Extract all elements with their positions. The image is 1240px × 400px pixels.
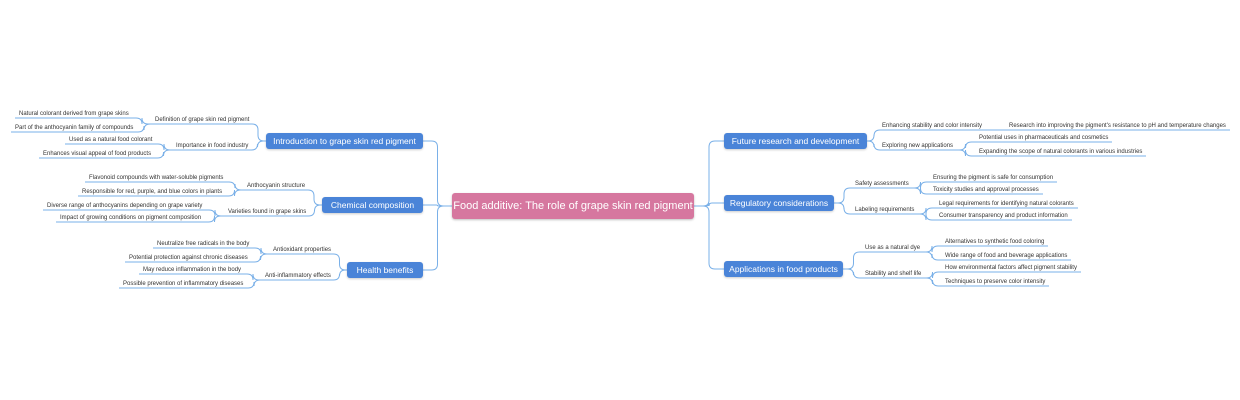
leaf-label[interactable]: Wide range of food and beverage applicat… <box>945 253 1068 259</box>
link-sub-leaf <box>912 181 929 189</box>
leaf-label[interactable]: Alternatives to synthetic food coloring <box>945 239 1045 245</box>
leaf-label[interactable]: Impact of growing conditions on pigment … <box>60 215 202 221</box>
leaf-label[interactable]: Ensuring the pigment is safe for consump… <box>933 175 1054 181</box>
link-topic-sub <box>332 253 347 271</box>
subtopic-label[interactable]: Varieties found in grape skins <box>228 209 307 215</box>
link-sub-leaf <box>956 149 975 157</box>
link-sub-leaf <box>136 123 152 133</box>
subtopic-label[interactable]: Use as a natural dye <box>865 245 921 251</box>
leaf-label[interactable]: Research into improving the pigment's re… <box>1009 123 1226 129</box>
link-sub-leaf <box>132 117 152 125</box>
link-sub-leaf <box>154 149 173 159</box>
link-sub-leaf <box>246 279 262 289</box>
leaf-label[interactable]: Part of the anthocyanin family of compou… <box>15 125 134 131</box>
link-sub-leaf <box>205 209 225 217</box>
leaf-label[interactable]: Enhances visual appeal of food products <box>43 151 152 157</box>
link-sub-leaf <box>251 253 270 263</box>
link-root-left-1 <box>423 204 452 207</box>
subtopic-label[interactable]: Enhancing stability and color intensity <box>882 123 983 129</box>
link-sub-leaf <box>923 245 941 253</box>
subtopic-label[interactable]: Exploring new applications <box>882 143 954 149</box>
link-root-right-1 <box>694 202 724 207</box>
link-topic-sub <box>843 268 864 279</box>
link-topic-sub <box>306 189 322 206</box>
link-topic-sub <box>843 251 864 270</box>
subtopic-label[interactable]: Safety assessments <box>855 181 909 187</box>
subtopic-label[interactable]: Labeling requirements <box>855 207 915 213</box>
central-topic[interactable]: Food additive: The role of grape skin re… <box>452 193 694 219</box>
leaf-label[interactable]: Responsible for red, purple, and blue co… <box>82 189 223 195</box>
leaf-label[interactable]: Diverse range of anthocyanins depending … <box>47 203 203 209</box>
subtopic-label[interactable]: Anti-inflammatory effects <box>265 273 331 279</box>
topic-3-left[interactable]: Health benefits <box>347 262 423 278</box>
leaf-label[interactable]: Techniques to preserve color intensity <box>945 279 1046 285</box>
leaf-label[interactable]: Toxicity studies and approval processes <box>933 187 1039 193</box>
leaf-label[interactable]: Consumer transparency and product inform… <box>939 213 1068 219</box>
leaf-label[interactable]: How environmental factors affect pigment… <box>945 265 1077 271</box>
subtopic-label[interactable]: Importance in food industry <box>176 143 249 149</box>
topic-2-right[interactable]: Regulatory considerations <box>724 195 834 211</box>
link-sub-leaf <box>924 271 941 279</box>
link-sub-leaf <box>923 251 941 261</box>
link-sub-leaf <box>155 143 173 151</box>
link-root-right-0 <box>694 140 724 207</box>
topic-1-left[interactable]: Introduction to grape skin red pigment <box>266 133 423 149</box>
subtopic-label[interactable]: Anthocyanin structure <box>247 183 306 189</box>
subtopic-label[interactable]: Stability and shelf life <box>865 271 922 277</box>
link-topic-sub <box>867 140 881 151</box>
link-topic-sub <box>834 202 854 215</box>
link-root-right-2 <box>694 205 724 270</box>
leaf-label[interactable]: Natural colorant derived from grape skin… <box>19 111 129 117</box>
link-topic-sub <box>834 187 854 204</box>
link-root-left-2 <box>423 205 452 271</box>
link-sub-leaf <box>252 247 270 255</box>
link-sub-leaf <box>956 141 975 151</box>
link-sub-leaf <box>244 273 262 281</box>
link-topic-sub <box>307 204 322 217</box>
subtopic-label[interactable]: Definition of grape skin red pigment <box>155 117 250 123</box>
leaf-label[interactable]: Potential uses in pharmaceuticals and co… <box>979 135 1109 141</box>
leaf-label[interactable]: Legal requirements for identifying natur… <box>939 201 1074 207</box>
leaf-label[interactable]: Flavonoid compounds with water-soluble p… <box>89 175 224 181</box>
link-sub-leaf <box>912 187 929 195</box>
link-root-left-0 <box>423 140 452 207</box>
subtopic-label[interactable]: Antioxidant properties <box>273 247 332 253</box>
link-topic-sub <box>249 140 266 151</box>
leaf-label[interactable]: Possible prevention of inflammatory dise… <box>123 281 244 287</box>
link-topic-sub <box>867 129 881 142</box>
leaf-label[interactable]: May reduce inflammation in the body <box>143 267 242 273</box>
topic-2-left[interactable]: Chemical composition <box>322 197 423 213</box>
topic-3-right[interactable]: Applications in food products <box>724 261 843 277</box>
link-topic-sub <box>250 123 266 142</box>
leaf-label[interactable]: Expanding the scope of natural colorants… <box>979 149 1143 155</box>
leaf-label[interactable]: Used as a natural food colorant <box>69 137 153 143</box>
leaf-label[interactable]: Neutralize free radicals in the body <box>157 241 250 247</box>
link-topic-sub <box>332 269 347 281</box>
topic-1-right[interactable]: Future research and development <box>724 133 867 149</box>
link-sub-leaf <box>225 189 244 197</box>
leaf-label[interactable]: Potential protection against chronic dis… <box>129 255 248 261</box>
link-sub-leaf <box>924 277 941 287</box>
link-sub-leaf <box>226 181 244 191</box>
link-sub-leaf <box>204 215 225 223</box>
link-sub-leaf <box>917 207 935 215</box>
link-sub-leaf <box>917 213 935 221</box>
